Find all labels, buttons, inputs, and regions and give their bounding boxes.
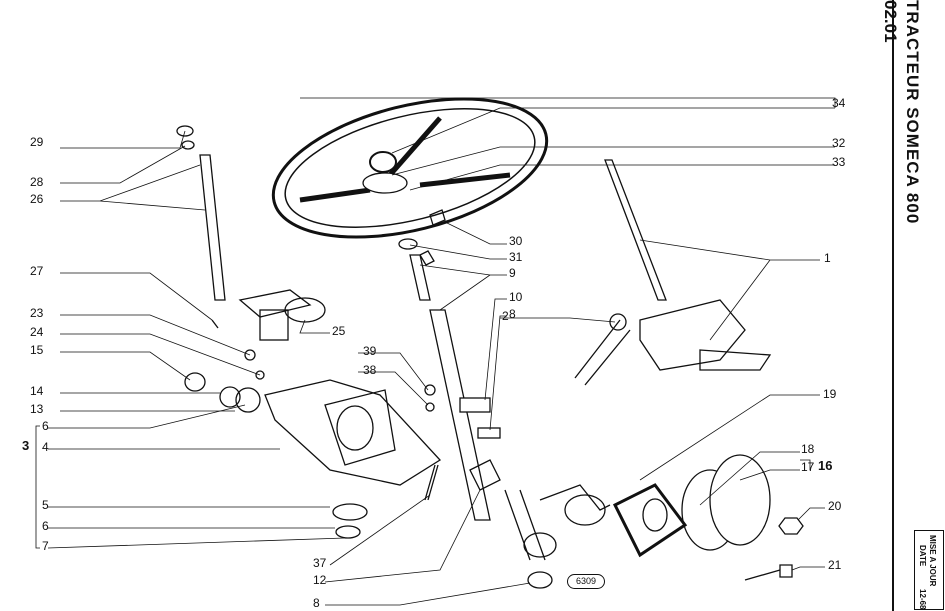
callout-25: 25 xyxy=(332,324,346,338)
callout-10: 10 xyxy=(509,290,523,304)
callout-19: 19 xyxy=(823,387,837,401)
callout-28: 28 xyxy=(30,175,44,189)
steering-box-drawing xyxy=(574,159,772,386)
callout-24: 24 xyxy=(30,325,44,339)
callout-32: 32 xyxy=(832,136,846,150)
callout-15: 15 xyxy=(30,343,44,357)
callout-33: 33 xyxy=(832,155,846,169)
callout-7: 7 xyxy=(42,539,49,553)
callout-8b: 8 xyxy=(509,307,516,321)
callout-29: 29 xyxy=(30,135,44,149)
document-title: TRACTEUR SOMECA 800 xyxy=(903,0,922,225)
callout-37: 37 xyxy=(313,556,327,570)
callout-6b: 6 xyxy=(42,519,49,533)
left-column-drawing xyxy=(176,125,442,539)
callout-4: 4 xyxy=(42,440,49,454)
callout-21: 21 xyxy=(828,558,842,572)
callout-18: 18 xyxy=(801,442,815,456)
callout-5: 5 xyxy=(42,498,49,512)
callout-31: 31 xyxy=(509,250,523,264)
callout-20: 20 xyxy=(828,499,842,513)
callout-17: 17 xyxy=(801,460,815,474)
callout-6: 6 xyxy=(42,419,49,433)
page-code: 02.01 xyxy=(881,0,900,43)
callout-2: 2 xyxy=(502,309,509,323)
figure-number: 6309 xyxy=(567,574,605,589)
callout-8: 8 xyxy=(313,596,320,610)
callout-14: 14 xyxy=(30,384,44,398)
date-label: DATE xyxy=(918,545,927,567)
callout-12: 12 xyxy=(313,573,327,587)
callout-23: 23 xyxy=(30,306,44,320)
date-value: 12-68 xyxy=(918,589,927,610)
steering-wheel-drawing xyxy=(271,97,549,239)
flange-drawing xyxy=(419,250,804,581)
callout-38: 38 xyxy=(363,363,377,377)
callout-26: 26 xyxy=(30,192,44,206)
group-label-16: 16 xyxy=(818,458,833,473)
callout-13: 13 xyxy=(30,402,44,416)
update-label: MISE A JOUR xyxy=(928,535,937,587)
revision-stamp: MISE A JOUR DATE 12-68 xyxy=(914,530,944,610)
callout-39: 39 xyxy=(363,344,377,358)
callout-27: 27 xyxy=(30,264,44,278)
callout-1: 1 xyxy=(824,251,831,265)
callout-9: 9 xyxy=(509,266,516,280)
callout-34: 34 xyxy=(832,96,846,110)
callout-30: 30 xyxy=(509,234,523,248)
group-label-3: 3 xyxy=(22,438,30,453)
leader-lines xyxy=(35,97,836,606)
